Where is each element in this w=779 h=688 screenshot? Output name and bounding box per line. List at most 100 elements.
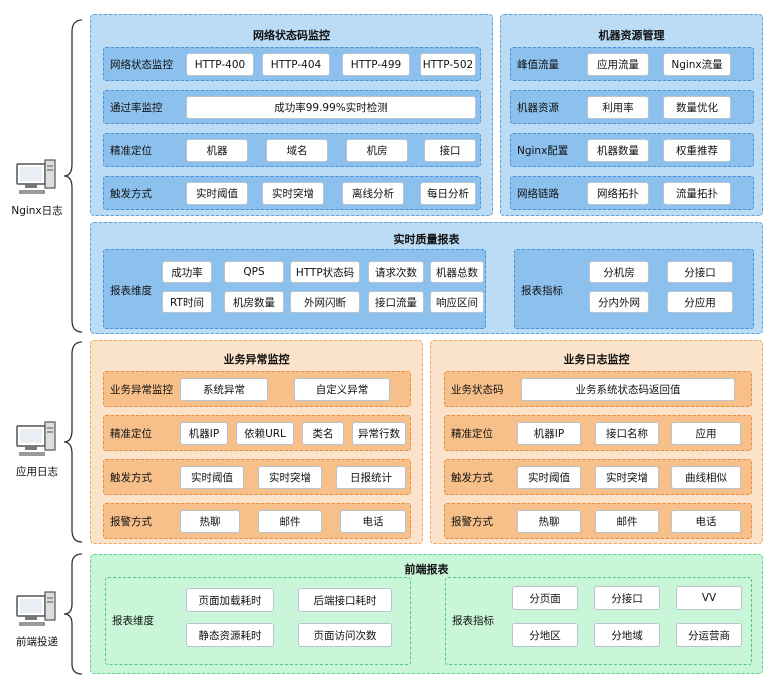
metric-by-app[interactable]: 分应用 <box>667 291 733 313</box>
metric-by-idc[interactable]: 分机房 <box>589 261 649 283</box>
dim-response-range[interactable]: 响应区间 <box>430 291 484 313</box>
cell-machine-ip[interactable]: 机器IP <box>517 422 581 445</box>
frontend-dimensions: 报表维度 页面加载耗时 后端接口耗时 静态资源耗时 页面访问次数 <box>105 577 411 665</box>
machine-resource-section: 机器资源管理 峰值流量 应用流量 Nginx流量 机器资源 利用率 数量优化 N… <box>500 14 763 216</box>
cell-realtime-surge[interactable]: 实时突增 <box>595 466 659 489</box>
row-label: 精准定位 <box>110 145 152 157</box>
cell-network-topology[interactable]: 网络拓扑 <box>587 182 649 205</box>
row-label: 报警方式 <box>110 516 152 528</box>
cell-application[interactable]: 应用 <box>671 422 741 445</box>
cell-realtime-threshold[interactable]: 实时阈值 <box>517 466 581 489</box>
cell-app-traffic[interactable]: 应用流量 <box>587 53 649 76</box>
dim-static-resource-time[interactable]: 静态资源耗时 <box>186 623 274 647</box>
machine-row-peak: 峰值流量 应用流量 Nginx流量 <box>510 47 754 81</box>
cell-machine-count[interactable]: 机器数量 <box>587 139 649 162</box>
metric-by-carrier[interactable]: 分运营商 <box>676 623 742 647</box>
cell-machine-ip[interactable]: 机器IP <box>180 422 228 445</box>
status-row-pass-rate: 通过率监控 成功率99.99%实时检测 <box>103 90 481 124</box>
cell-interface-name[interactable]: 接口名称 <box>595 422 659 445</box>
anomaly-row-locate: 精准定位 机器IP 依赖URL 类名 异常行数 <box>103 415 411 451</box>
section-title: 前端报表 <box>404 563 449 576</box>
cell-http-404[interactable]: HTTP-404 <box>262 53 330 76</box>
cell-dependency-url[interactable]: 依赖URL <box>236 422 294 445</box>
cell-class-name[interactable]: 类名 <box>302 422 344 445</box>
row-label: 触发方式 <box>110 472 152 484</box>
cell-curve-similar[interactable]: 曲线相似 <box>671 466 741 489</box>
dim-idc-count[interactable]: 机房数量 <box>224 291 284 313</box>
metric-by-page[interactable]: 分页面 <box>512 586 578 610</box>
cell-machine[interactable]: 机器 <box>186 139 248 162</box>
metric-by-area[interactable]: 分地区 <box>512 623 578 647</box>
dim-interface-traffic[interactable]: 接口流量 <box>368 291 424 313</box>
cell-hot-chat[interactable]: 热聊 <box>180 510 240 533</box>
frontend-report-section: 前端报表 报表维度 页面加载耗时 后端接口耗时 静态资源耗时 页面访问次数 报表… <box>90 554 763 674</box>
cell-hot-chat[interactable]: 热聊 <box>517 510 581 533</box>
dim-page-visit-count[interactable]: 页面访问次数 <box>298 623 392 647</box>
status-row-trigger: 触发方式 实时阈值 实时突增 离线分析 每日分析 <box>103 176 481 210</box>
row-label: 业务异常监控 <box>110 384 173 396</box>
metric-by-interface[interactable]: 分接口 <box>594 586 660 610</box>
row-label: 报表维度 <box>110 285 152 297</box>
cell-http-499[interactable]: HTTP-499 <box>342 53 410 76</box>
cell-system-exception[interactable]: 系统异常 <box>180 378 268 401</box>
cell-email[interactable]: 邮件 <box>595 510 659 533</box>
cell-biz-status-return[interactable]: 业务系统状态码返回值 <box>521 378 735 401</box>
cell-utilization[interactable]: 利用率 <box>587 96 649 119</box>
dim-qps[interactable]: QPS <box>224 261 284 283</box>
row-label: 触发方式 <box>110 188 152 200</box>
cell-nginx-traffic[interactable]: Nginx流量 <box>663 53 731 76</box>
frontend-brace <box>63 553 83 675</box>
anomaly-row-trigger: 触发方式 实时阈值 实时突增 日报统计 <box>103 459 411 495</box>
cell-http-400[interactable]: HTTP-400 <box>186 53 254 76</box>
cell-weight-recommend[interactable]: 权重推荐 <box>663 139 731 162</box>
metric-by-network[interactable]: 分内外网 <box>589 291 649 313</box>
row-label: 报表指标 <box>521 285 563 297</box>
cell-exception-line[interactable]: 异常行数 <box>352 422 406 445</box>
network-status-monitor-section: 网络状态码监控 网络状态监控 HTTP-400 HTTP-404 HTTP-49… <box>90 14 493 216</box>
row-label: 网络状态监控 <box>110 59 173 71</box>
cell-interface[interactable]: 接口 <box>424 139 476 162</box>
cell-idc[interactable]: 机房 <box>346 139 408 162</box>
dim-external-flash[interactable]: 外网闪断 <box>290 291 360 313</box>
dim-request-count[interactable]: 请求次数 <box>368 261 424 283</box>
row-label: Nginx配置 <box>517 145 569 157</box>
cell-quantity-opt[interactable]: 数量优化 <box>663 96 731 119</box>
section-title: 机器资源管理 <box>598 29 665 42</box>
dim-backend-api-time[interactable]: 后端接口耗时 <box>298 588 392 612</box>
cell-http-502[interactable]: HTTP-502 <box>420 53 476 76</box>
app-brace <box>63 341 83 543</box>
business-log-section: 业务日志监控 业务状态码 业务系统状态码返回值 精准定位 机器IP 接口名称 应… <box>430 340 763 544</box>
log-row-trigger: 触发方式 实时阈值 实时突增 曲线相似 <box>444 459 752 495</box>
metric-by-region[interactable]: 分地域 <box>594 623 660 647</box>
cell-domain[interactable]: 域名 <box>266 139 328 162</box>
metric-vv[interactable]: VV <box>676 586 742 610</box>
quality-dimensions: 报表维度 成功率 QPS HTTP状态码 请求次数 机器总数 RT时间 机房数量… <box>103 249 486 329</box>
cell-custom-exception[interactable]: 自定义异常 <box>294 378 390 401</box>
dim-rt-time[interactable]: RT时间 <box>162 291 212 313</box>
row-label: 报表维度 <box>112 615 154 627</box>
cell-realtime-threshold[interactable]: 实时阈值 <box>186 182 248 205</box>
cell-success-rate[interactable]: 成功率99.99%实时检测 <box>186 96 476 119</box>
cell-phone[interactable]: 电话 <box>671 510 741 533</box>
dim-machine-total[interactable]: 机器总数 <box>430 261 484 283</box>
cell-realtime-threshold[interactable]: 实时阈值 <box>180 466 244 489</box>
nginx-log-label: Nginx日志 <box>11 205 63 217</box>
cell-email[interactable]: 邮件 <box>258 510 322 533</box>
row-label: 网络链路 <box>517 188 559 200</box>
metric-by-interface[interactable]: 分接口 <box>667 261 733 283</box>
cell-daily-analysis[interactable]: 每日分析 <box>420 182 476 205</box>
cell-traffic-topology[interactable]: 流量拓扑 <box>663 182 731 205</box>
cell-daily-stats[interactable]: 日报统计 <box>336 466 406 489</box>
dim-http-status[interactable]: HTTP状态码 <box>290 261 360 283</box>
status-row-locate: 精准定位 机器 域名 机房 接口 <box>103 133 481 167</box>
dim-page-load-time[interactable]: 页面加载耗时 <box>186 588 274 612</box>
dim-success-rate[interactable]: 成功率 <box>162 261 212 283</box>
cell-realtime-surge[interactable]: 实时突增 <box>258 466 322 489</box>
section-title: 实时质量报表 <box>393 233 460 246</box>
cell-offline-analysis[interactable]: 离线分析 <box>342 182 404 205</box>
cell-phone[interactable]: 电话 <box>340 510 406 533</box>
row-label: 机器资源 <box>517 102 559 114</box>
row-label: 通过率监控 <box>110 102 163 114</box>
log-row-locate: 精准定位 机器IP 接口名称 应用 <box>444 415 752 451</box>
cell-realtime-surge[interactable]: 实时突增 <box>262 182 324 205</box>
